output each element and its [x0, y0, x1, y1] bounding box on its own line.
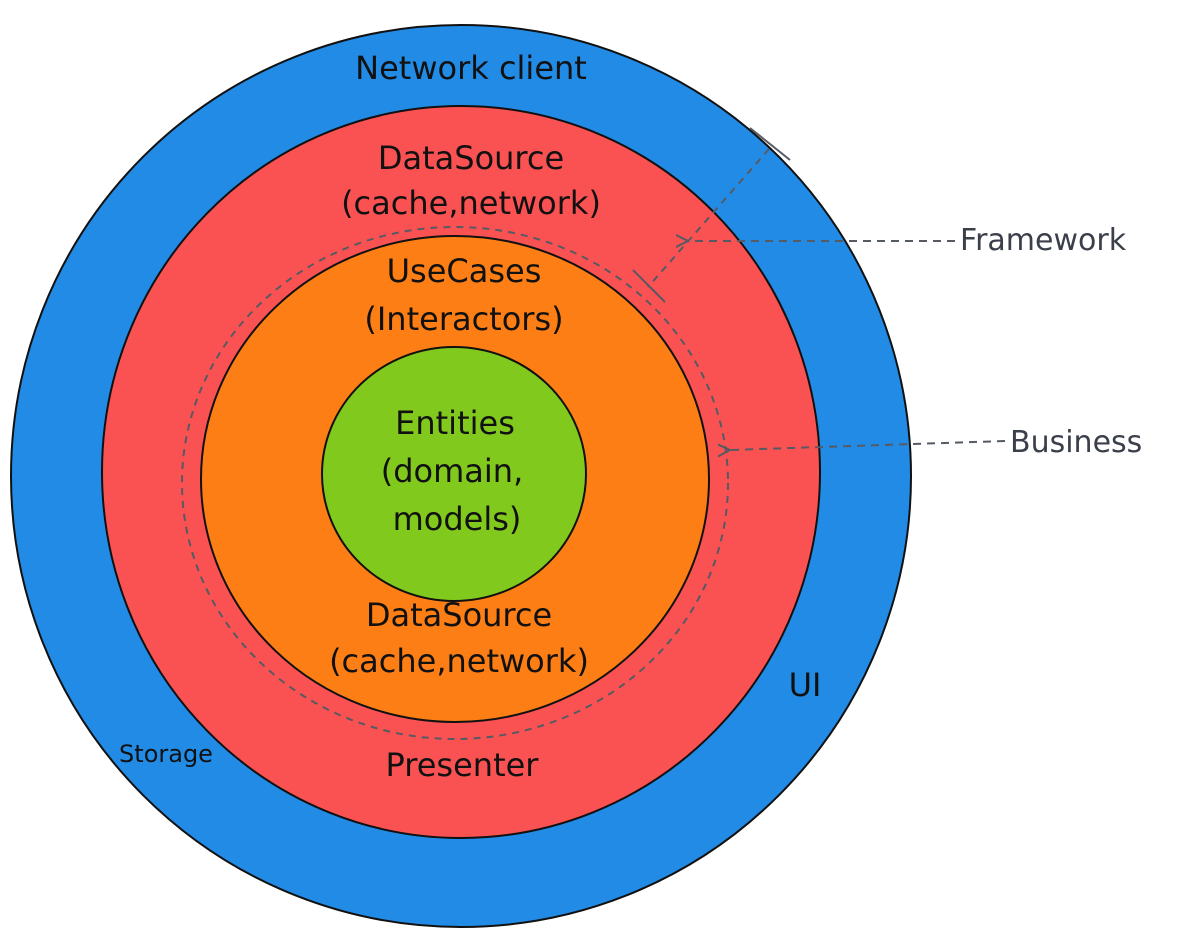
- presenter-label: Presenter: [386, 746, 540, 784]
- datasource-bottom-subtitle: (cache,network): [329, 642, 589, 680]
- business-label: Business: [1010, 425, 1142, 460]
- framework-boundary-line: [647, 148, 770, 288]
- datasource-bottom-title: DataSource: [366, 596, 552, 634]
- storage-label: Storage: [119, 740, 213, 768]
- framework-boundary-tick-top: [749, 127, 791, 161]
- core-circle: [321, 346, 587, 602]
- ui-label: UI: [789, 666, 822, 704]
- datasource-top-title: DataSource: [378, 139, 564, 177]
- datasource-top-subtitle: (cache,network): [341, 184, 601, 222]
- entities-title: Entities: [395, 404, 515, 442]
- business-boundary: [181, 226, 729, 740]
- usecases-subtitle: (Interactors): [364, 300, 563, 338]
- usecases-title: UseCases: [387, 252, 542, 290]
- business-arrow: [730, 440, 1006, 450]
- framework-boundary-tick-bottom: [632, 269, 666, 303]
- framework-label: Framework: [960, 223, 1127, 258]
- entities-line3: models): [393, 500, 522, 538]
- network-client-label: Network client: [355, 49, 587, 87]
- entities-line2: (domain,: [381, 452, 524, 490]
